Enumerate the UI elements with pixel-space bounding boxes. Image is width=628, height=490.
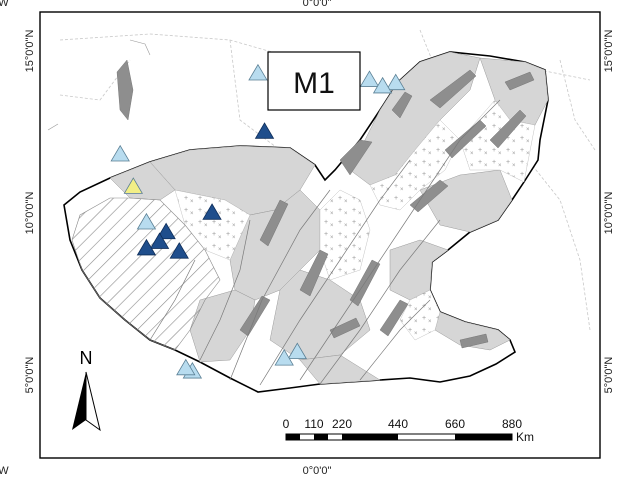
map-title-box: M1 — [267, 51, 361, 111]
station-marker-light-blue — [287, 342, 308, 360]
station-marker-light-blue — [386, 73, 406, 91]
scale-unit: Km — [516, 430, 534, 444]
latitude-tick-label-right: 15°0'0"N — [603, 30, 615, 73]
latitude-tick-label: 10°0'0"N — [24, 192, 36, 235]
minor-features — [47, 39, 151, 131]
longitude-labels-bottom: 10°0'0"W5°0'0"W0°0'0" — [0, 465, 331, 477]
station-marker-dark-blue — [136, 238, 157, 256]
scale-tick-label: 660 — [445, 417, 465, 431]
station-marker-dark-blue — [169, 242, 189, 259]
scale-tick-label: 110 — [304, 417, 323, 431]
geology-dark-belts — [116, 59, 535, 349]
latitude-tick-label: 5°0'0"N — [24, 357, 36, 394]
longitude-labels-top: 10°0'0"W5°0'0"W0°0'0" — [0, 0, 331, 9]
scale-tick-label: 440 — [388, 417, 408, 431]
station-marker-light-blue — [136, 212, 157, 230]
longitude-tick-label-top: 0°0'0" — [303, 0, 332, 9]
latitude-tick-label-right: 10°0'0"N — [603, 192, 615, 235]
geology-hatched-unit — [71, 197, 221, 351]
station-marker-dark-blue — [202, 203, 222, 220]
longitude-tick-label: 5°0'0"W — [0, 465, 9, 477]
station-markers — [110, 63, 406, 379]
longitude-tick-label: 0°0'0" — [303, 465, 332, 477]
station-marker-dark-blue — [149, 232, 170, 249]
longitude-tick-label-top: 5°0'0"W — [0, 0, 9, 9]
north-label: N — [80, 348, 93, 368]
latitude-labels-left: 15°0'0"N 10°0'0"N 5°0'0"N — [24, 30, 36, 394]
map-title: M1 — [293, 67, 335, 100]
station-marker-dark-blue — [156, 222, 176, 240]
latitude-labels-right: 15°0'0"N 10°0'0"N 5°0'0"N — [603, 30, 615, 394]
scale-tick-label: 880 — [502, 417, 522, 431]
scale-tick-label: 0 — [283, 417, 290, 431]
station-marker-light-blue — [176, 358, 196, 376]
geology-lineaments — [149, 99, 501, 386]
latitude-tick-label: 15°0'0"N — [24, 30, 36, 73]
station-marker-light-blue — [248, 63, 268, 81]
station-marker-light-blue — [274, 349, 294, 366]
scale-tick-label: 220 — [332, 417, 352, 431]
geology-dotted-units — [174, 99, 536, 341]
station-marker-yellow — [123, 177, 144, 194]
station-marker-light-blue — [110, 144, 130, 162]
station-marker-light-blue — [372, 76, 393, 94]
station-marker-dark-blue — [254, 122, 275, 139]
north-arrow-icon — [72, 372, 86, 430]
station-marker-light-blue — [359, 70, 380, 87]
scale-bar: 0 110 220 440 660 880 Km — [283, 417, 534, 444]
north-arrow: N — [72, 348, 101, 432]
latitude-tick-label-right: 5°0'0"N — [603, 357, 615, 394]
